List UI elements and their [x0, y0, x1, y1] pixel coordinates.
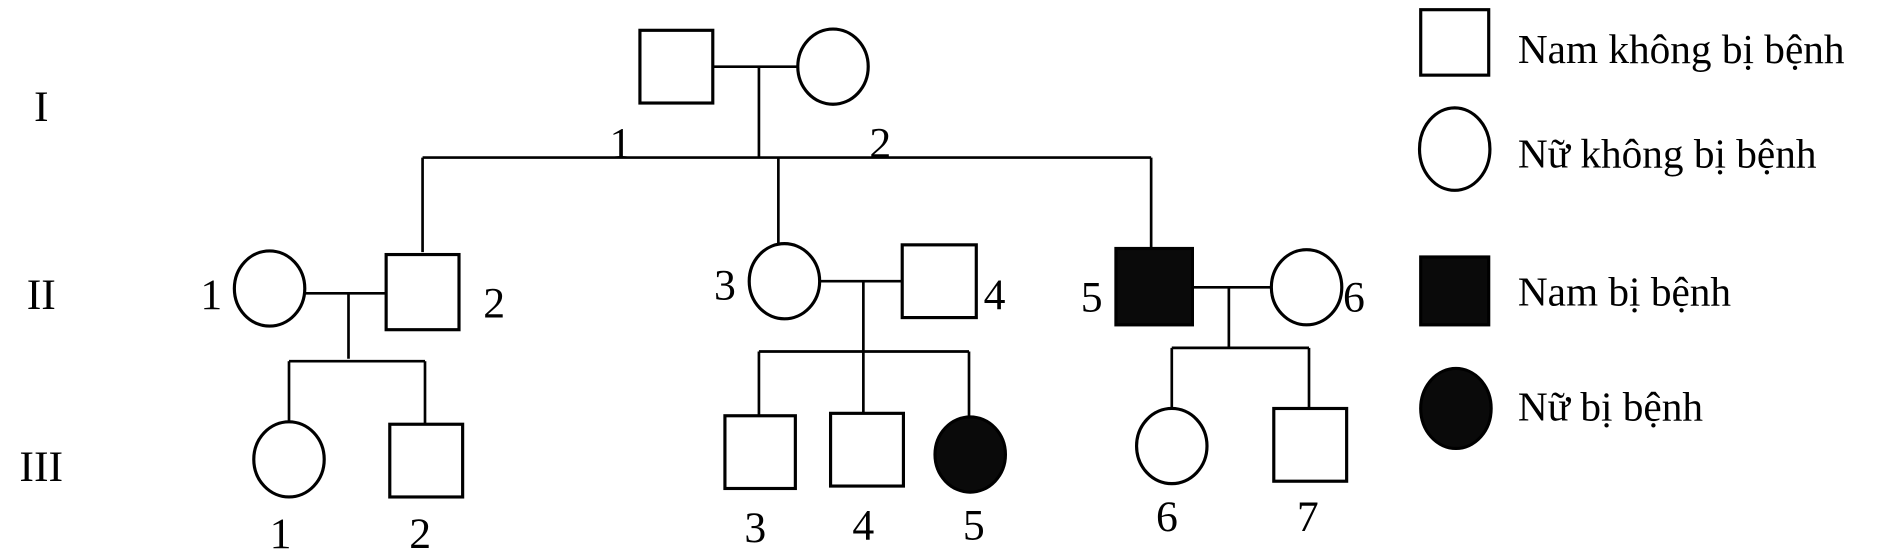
legend-female-unaffected-label: Nữ không bị bệnh: [1518, 130, 1817, 176]
female-unaffected-I-2: [796, 27, 870, 106]
legend-male-affected-label: Nam bị bệnh: [1518, 268, 1732, 314]
label-II-2: 2: [483, 280, 505, 328]
female-unaffected-II-3: [747, 242, 822, 321]
legend-female-unaffected-icon: [1417, 106, 1492, 192]
male-unaffected-II-4: [900, 243, 978, 320]
male-unaffected-III-2: [388, 422, 465, 499]
label-II-1: 1: [200, 271, 222, 319]
label-I-1: 1: [610, 120, 632, 168]
legend: Nam không bị bệnh Nữ không bị bệnh Nam b…: [1417, 8, 1845, 451]
male-unaffected-III-4: [828, 411, 906, 488]
generation-label-I: I: [34, 83, 49, 131]
male-unaffected-III-3: [723, 414, 797, 491]
label-III-1: 1: [270, 510, 292, 558]
legend-male-unaffected-icon: [1419, 8, 1491, 77]
label-III-7: 7: [1297, 493, 1319, 541]
generation-label-II: II: [27, 271, 56, 319]
male-unaffected-III-7: [1272, 406, 1349, 483]
label-I-2: 2: [869, 120, 891, 168]
label-II-6: 6: [1343, 274, 1365, 322]
label-III-6: 6: [1156, 493, 1178, 541]
female-unaffected-III-1: [252, 420, 326, 499]
female-unaffected-II-1: [232, 249, 307, 328]
connector-lines: [287, 65, 1311, 425]
label-II-5: 5: [1081, 274, 1103, 322]
female-unaffected-III-6: [1134, 406, 1209, 486]
male-unaffected-II-2: [384, 252, 461, 332]
label-II-4: 4: [984, 271, 1006, 319]
legend-female-affected-icon: [1419, 366, 1493, 451]
label-III-5: 5: [963, 501, 985, 549]
legend-female-affected-label: Nữ bị bệnh: [1518, 384, 1704, 430]
label-III-3: 3: [744, 504, 766, 552]
legend-male-unaffected-label: Nam không bị bệnh: [1518, 26, 1845, 72]
male-unaffected-I-1: [638, 28, 715, 105]
label-III-2: 2: [409, 510, 431, 558]
male-affected-II-5: [1114, 246, 1195, 327]
legend-male-affected-icon: [1419, 255, 1491, 327]
label-III-4: 4: [852, 501, 874, 549]
generation-label-III: III: [19, 443, 63, 491]
female-unaffected-II-6: [1269, 248, 1344, 327]
label-II-3: 3: [714, 261, 736, 309]
female-affected-III-5: [933, 415, 1008, 494]
